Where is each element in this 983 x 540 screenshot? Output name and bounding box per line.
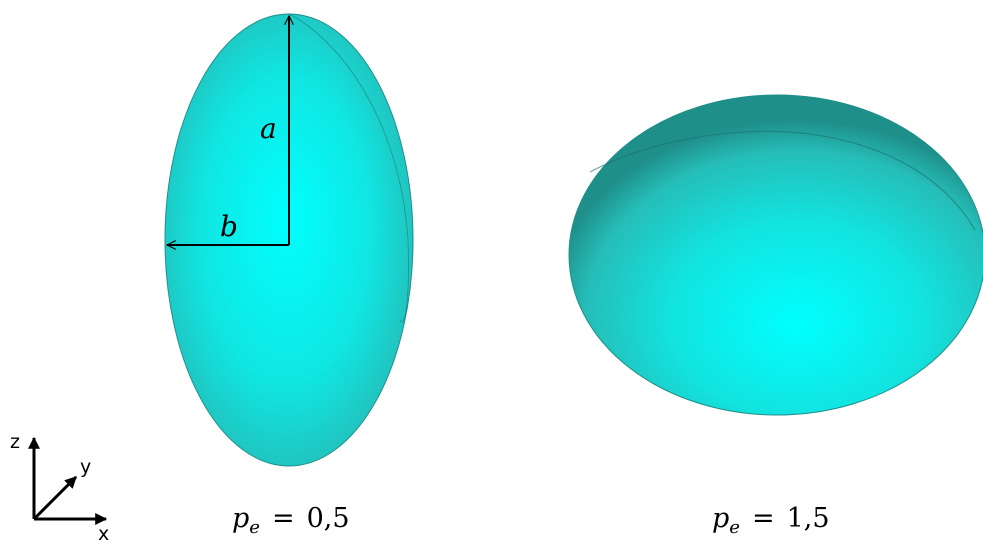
caption-value: 0,5 — [307, 503, 350, 534]
x-axis-label: x — [98, 523, 109, 540]
caption-symbol: p — [232, 503, 249, 534]
oblate-ellipsoid — [568, 94, 983, 416]
semi-axis-a-label: a — [260, 112, 277, 145]
semi-axis-arrows: a b — [167, 16, 289, 245]
semi-axis-b-label: b — [220, 210, 238, 243]
caption-subscript: e — [249, 517, 260, 538]
prolate-meridian-line — [288, 13, 409, 323]
caption-equals: = — [752, 503, 775, 534]
prolate-caption: pe = 0,5 — [232, 503, 350, 538]
oblate-caption: pe = 1,5 — [712, 503, 830, 538]
oblate-equator-line — [589, 130, 976, 231]
caption-equals: = — [272, 503, 295, 534]
y-axis-label: y — [80, 456, 91, 478]
caption-value: 1,5 — [787, 503, 830, 534]
caption-symbol: p — [712, 503, 729, 534]
coordinate-triad: z y x — [10, 431, 109, 540]
caption-subscript: e — [729, 517, 740, 538]
oblate-ellipsoid-surface — [568, 94, 983, 416]
y-axis-arrow — [32, 475, 78, 521]
z-axis-label: z — [10, 431, 20, 453]
